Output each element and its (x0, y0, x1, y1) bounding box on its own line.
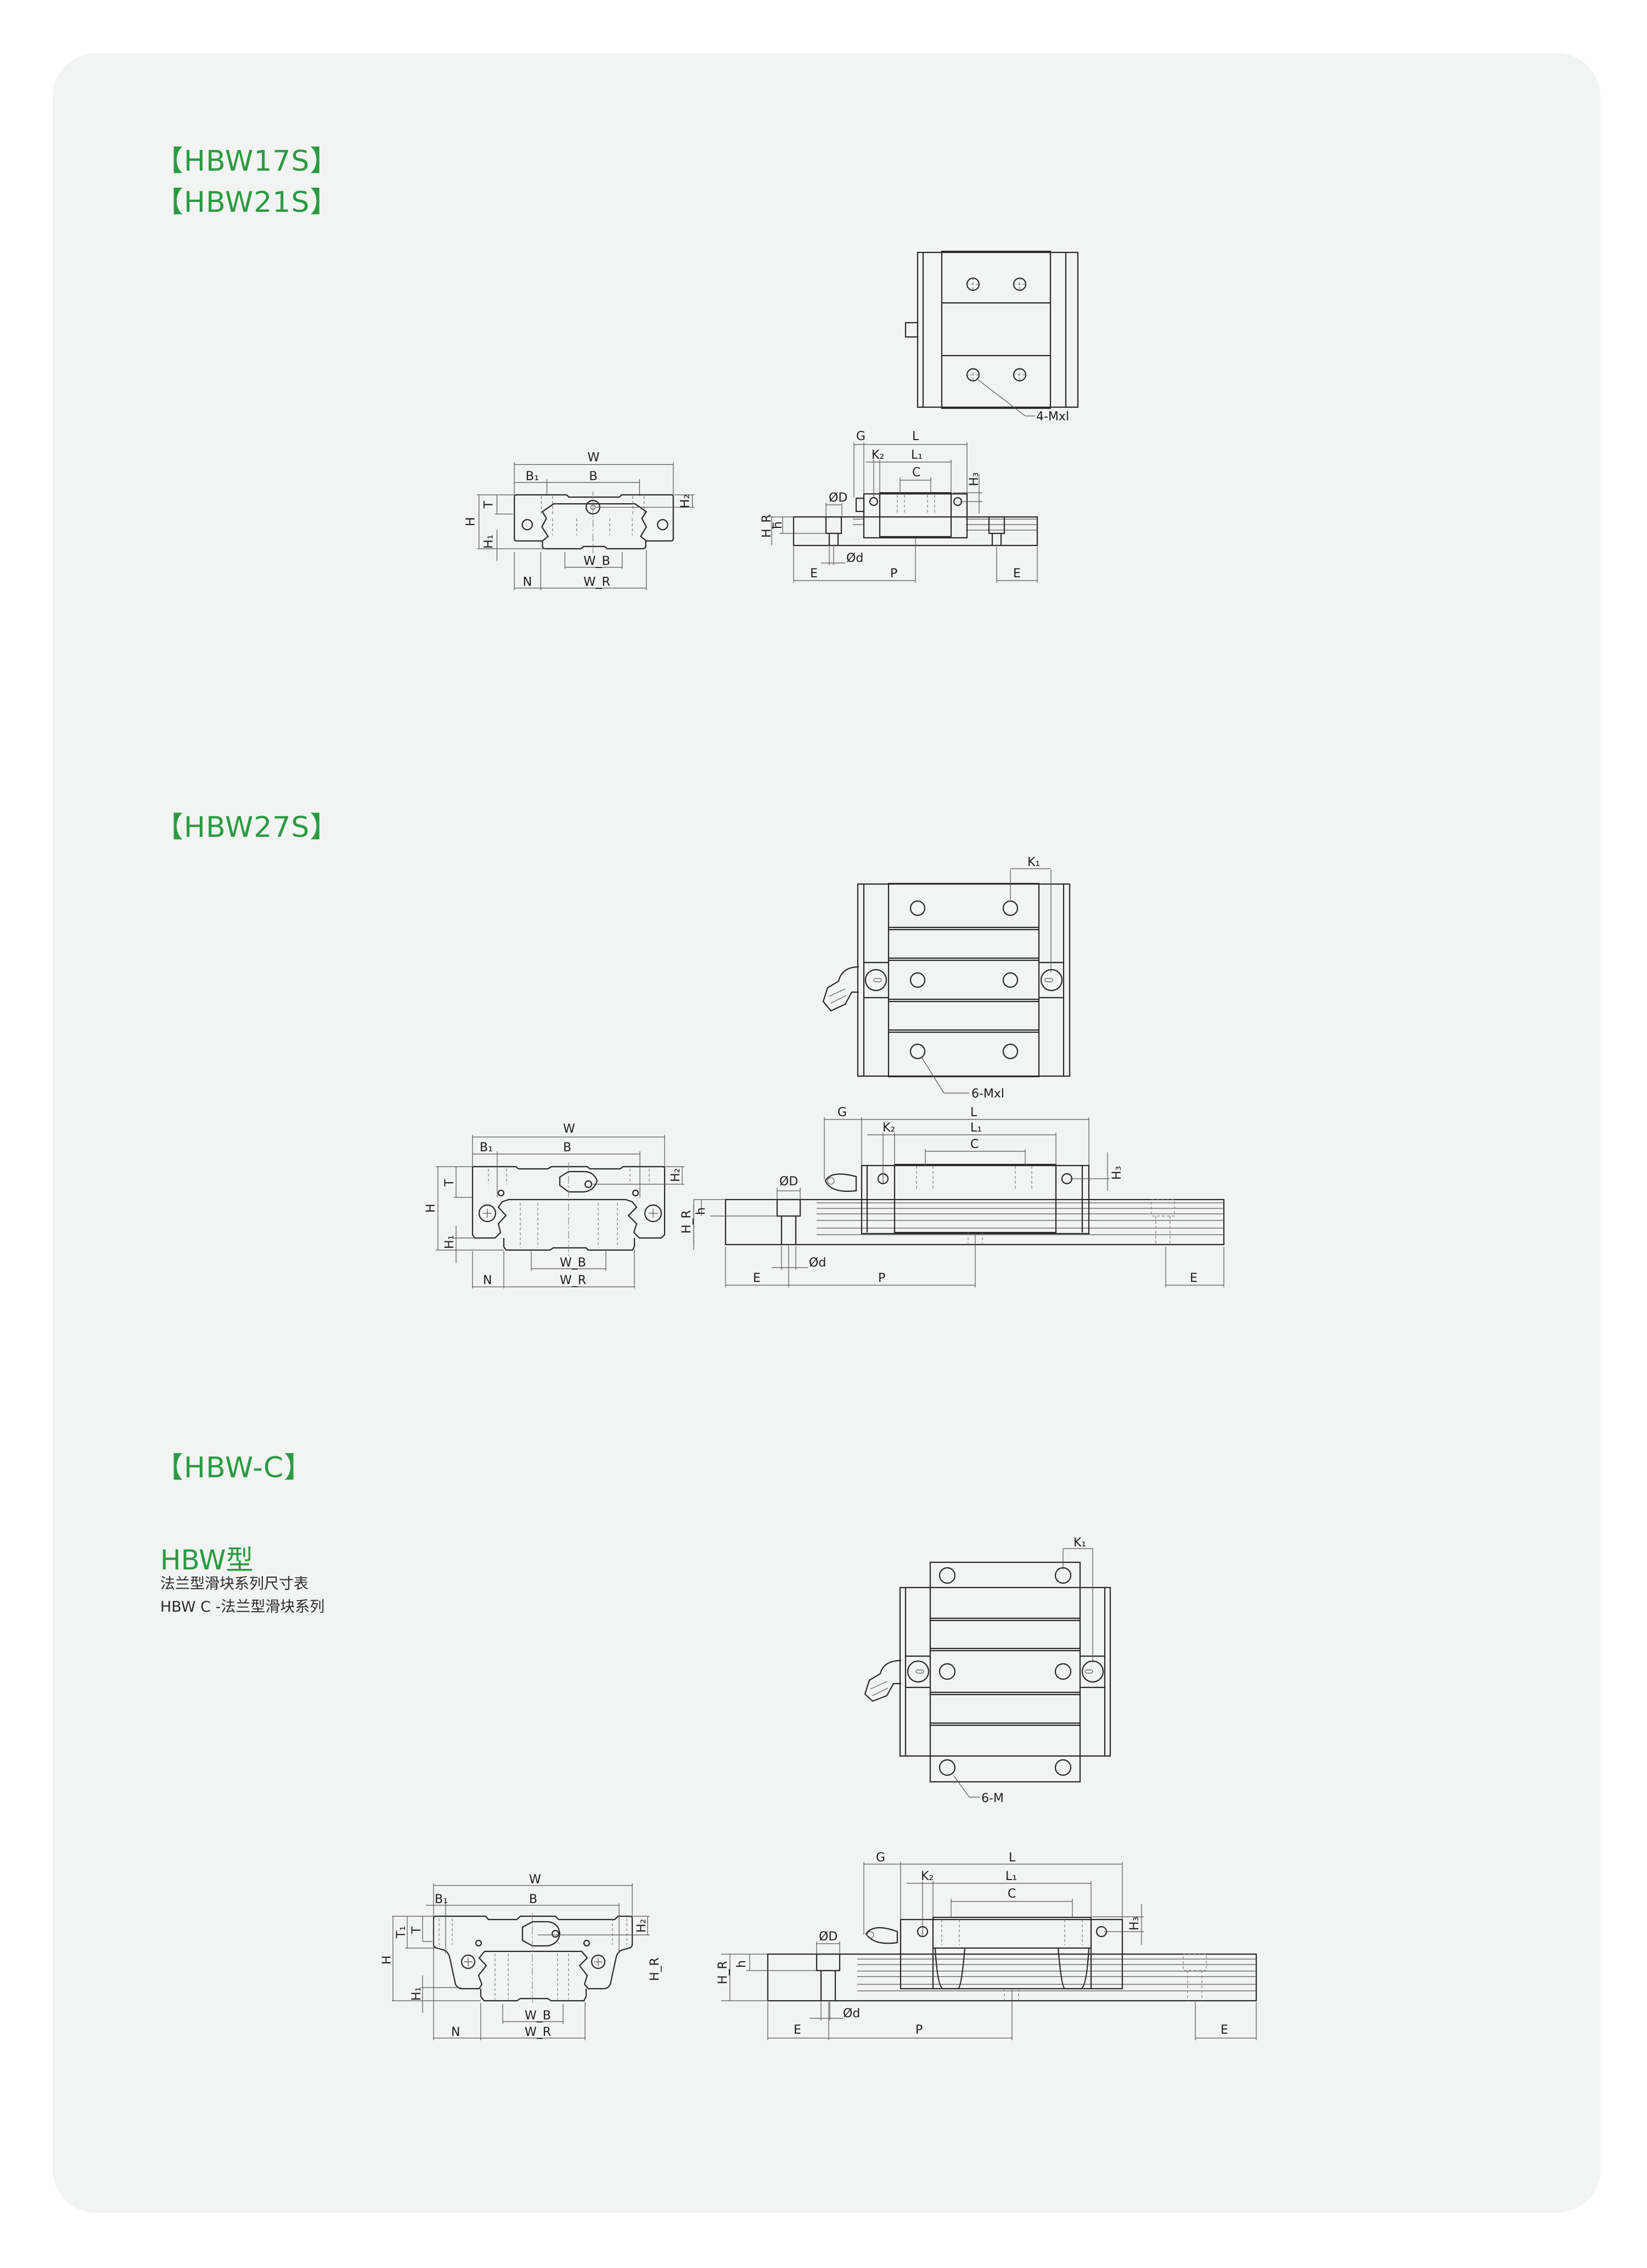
dim-label-g: G (856, 430, 865, 443)
dim-label-wb: W_B (560, 1256, 586, 1270)
caption-series-name: HBW C -法兰型滑块系列 (160, 1599, 325, 1616)
dim-label-h2: H₂ (678, 494, 692, 508)
dim-label-h-small: h (694, 1207, 708, 1215)
dim-label-h: H (464, 517, 478, 526)
dim-label-e-right: E (1221, 2023, 1228, 2037)
dim-label-od-large: ØD (829, 491, 847, 505)
dim-label-p: P (890, 567, 897, 581)
dim-label-g: G (837, 1106, 847, 1119)
dim-label-h3: H₃ (1110, 1166, 1124, 1180)
dim-label-p: P (878, 1271, 885, 1285)
series-subtitle: HBW型 (160, 1544, 254, 1576)
dim-label-wr: W_R (583, 575, 610, 589)
callout-6-m: 6-M (981, 1792, 1004, 1805)
mounting-hole (966, 277, 1027, 382)
dim-label-l1: L₁ (911, 448, 923, 462)
hbw27s-side-view-drawing: G L K₂ L₁ C H₃ h ØD Ød E P E (693, 1106, 1225, 1287)
dim-label-l: L (1009, 1851, 1016, 1865)
dim-label-p: P (915, 2023, 923, 2037)
dim-label-hr: H_R (760, 514, 774, 538)
hbw-c-top-view-drawing: K₁ 6-M (864, 1536, 1111, 1805)
callout-6-mxl: 6-Mxl (971, 1087, 1004, 1101)
dim-label-n: N (483, 1274, 492, 1287)
dim-label-e-right: E (1013, 567, 1021, 581)
dim-label-t1: T₁ (395, 1926, 408, 1939)
dim-label-h: H (424, 1203, 438, 1213)
dim-label-w: W (529, 1873, 541, 1887)
dim-label-wr: W_R (560, 1274, 586, 1287)
dim-label-k2: K₂ (882, 1121, 895, 1135)
heading-hbw27s: 【HBW27S】 (155, 811, 339, 844)
dim-label-h3: H₃ (1128, 1917, 1142, 1931)
dim-label-l: L (970, 1106, 977, 1119)
hbw27s-top-view-drawing: K₁ 6-Mxl (822, 856, 1071, 1101)
dim-label-k2: K₂ (921, 1870, 934, 1883)
dim-label-l1: L₁ (970, 1121, 982, 1135)
dim-label-wr: W_R (525, 2025, 551, 2039)
dim-label-t: T (443, 1179, 457, 1187)
dim-label-e-left: E (753, 1271, 761, 1285)
dim-label-l1: L₁ (1005, 1870, 1017, 1883)
dim-label-h2: H₂ (669, 1168, 683, 1182)
dim-label-hr: H_R (680, 1210, 694, 1234)
dim-label-b1: B₁ (435, 1893, 448, 1906)
dim-label-od-small: Ød (843, 2007, 860, 2021)
dim-label-wb: W_B (583, 554, 610, 569)
dim-label-t: T (410, 1926, 424, 1934)
dim-label-od-small: Ød (809, 1256, 826, 1270)
dim-label-od-large: ØD (819, 1930, 837, 1944)
dim-label-c: C (912, 466, 920, 480)
dim-label-l: L (912, 430, 919, 443)
dim-label-k1: K₁ (1073, 1536, 1086, 1550)
dim-label-b: B (529, 1893, 537, 1906)
dim-label-b: B (589, 469, 597, 483)
dim-label-e-left: E (810, 567, 818, 581)
dim-label-h1: H₁ (481, 534, 496, 549)
hbw27s-end-view-drawing: W B₁ B H T H₁ H₂ H_R W_B N W_R (424, 1122, 694, 1288)
dim-label-od-large: ØD (779, 1175, 798, 1189)
dim-label-hr: H_R (716, 1961, 730, 1984)
caption-dimension-table: 法兰型滑块系列尺寸表 (160, 1575, 308, 1592)
dim-label-b1: B₁ (526, 469, 539, 483)
dim-label-c: C (1008, 1887, 1016, 1901)
hbw-c-side-view-drawing: G L K₂ L₁ C H₃ H_R h ØD Ød E P E (716, 1851, 1257, 2040)
dim-label-c: C (970, 1138, 979, 1151)
catalog-panel (53, 53, 1600, 2213)
dim-label-g: G (876, 1851, 885, 1865)
dim-label-w: W (587, 450, 599, 464)
hbw17s-side-view-drawing: G L K₂ L₁ C H₃ H_R h ØD Ød E P E (760, 430, 1038, 583)
dim-label-h-small: h (735, 1960, 749, 1968)
dim-label-b1: B₁ (480, 1141, 493, 1155)
dim-label-b: B (563, 1141, 571, 1155)
dim-label-n: N (523, 575, 532, 589)
dim-label-k2: K₂ (872, 448, 884, 462)
dim-label-w: W (563, 1122, 575, 1136)
hbw17s-end-view-drawing: W B₁ B H T H₁ H₂ W_B N W_R (464, 450, 695, 590)
dim-label-e-left: E (794, 2023, 801, 2037)
dim-label-n: N (451, 2025, 460, 2039)
dim-label-wb: W_B (525, 2009, 551, 2023)
dim-label-h2: H₂ (635, 1919, 649, 1933)
dim-label-e-right: E (1190, 1271, 1198, 1285)
dim-label-h1: H₁ (410, 1987, 424, 2001)
dim-label-h-small: h (771, 521, 785, 529)
dim-label-od-small: Ød (846, 551, 863, 565)
callout-4-mxl: 4-Mxl (1036, 410, 1069, 424)
dim-label-h: H (380, 1955, 394, 1965)
hbw-c-end-view-drawing: W B₁ B H T₁ T H₁ H₂ H_R W_B N W_R (380, 1873, 662, 2040)
hbw17s-top-view-drawing: 4-Mxl (904, 250, 1079, 424)
dim-label-k1: K₁ (1027, 856, 1040, 869)
dim-label-hr: H_R (648, 1957, 662, 1981)
heading-hbw21s: 【HBW21S】 (155, 186, 339, 219)
heading-hbw17s: 【HBW17S】 (155, 145, 339, 178)
dim-label-h1: H₁ (443, 1235, 457, 1249)
dim-label-h3: H₃ (968, 472, 981, 486)
heading-hbw-c: 【HBW-C】 (155, 1451, 313, 1484)
dim-label-t: T (481, 500, 496, 509)
